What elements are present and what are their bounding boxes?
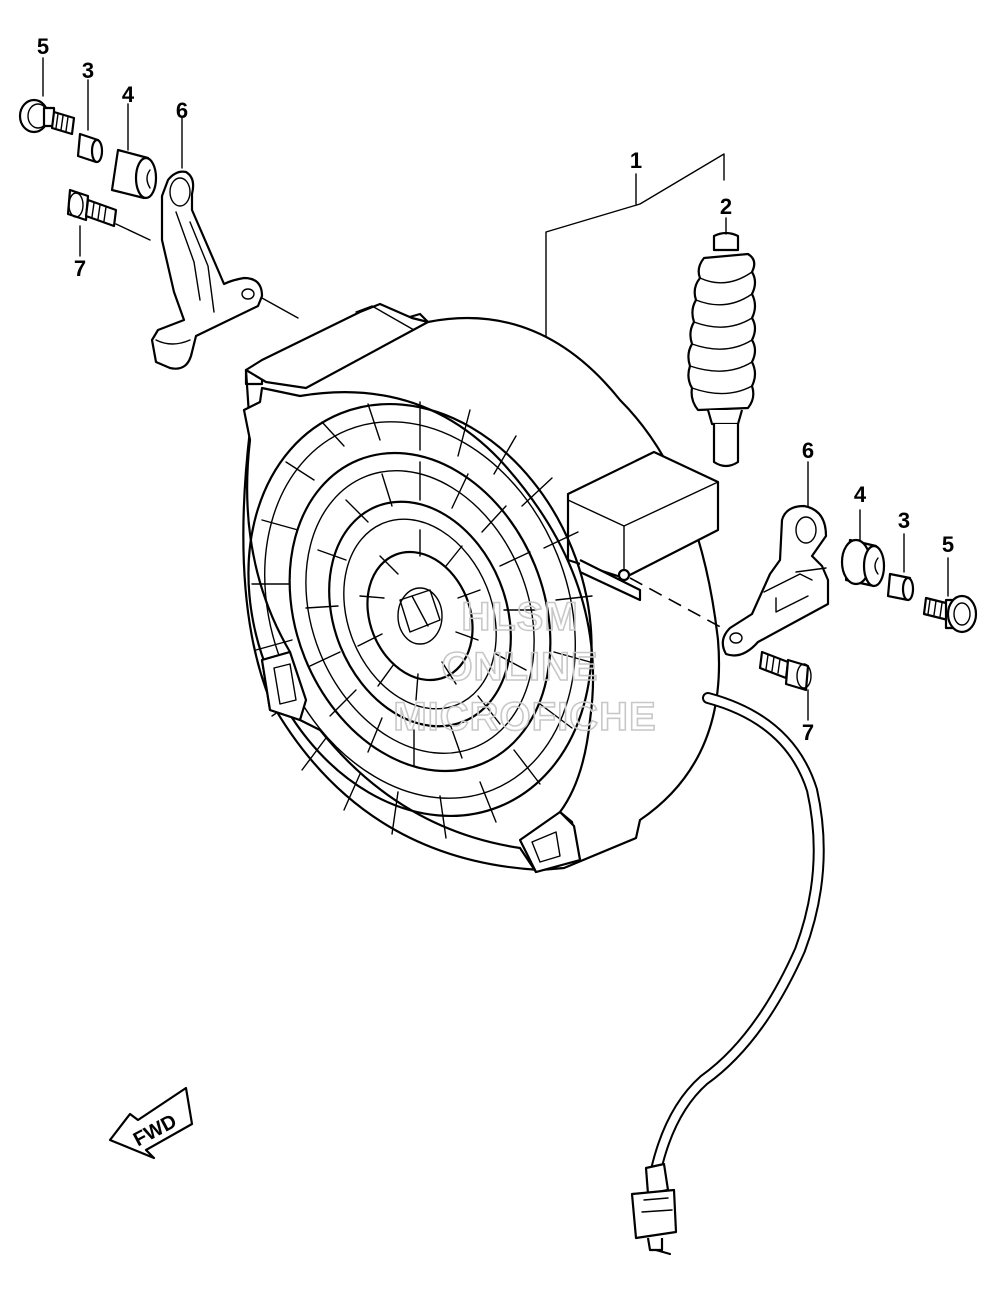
leader-1 (545, 153, 725, 337)
callout-5-left: 5 (37, 34, 49, 59)
bracket-6-left[interactable] (150, 170, 264, 370)
watermark-line-1: HLSM (461, 595, 578, 639)
callout-3-right: 3 (898, 508, 910, 533)
callout-3-left: 3 (82, 58, 94, 83)
cooling-fan-assembly[interactable] (189, 302, 721, 874)
watermark: HLSM ONLINE MICROFICHE (393, 594, 657, 740)
collar-3-right[interactable] (886, 572, 915, 602)
forward-direction-arrow: FWD (108, 1086, 194, 1160)
callout-6-right: 6 (802, 438, 814, 463)
callout-7-left: 7 (74, 256, 86, 281)
rubber-boot-2[interactable] (687, 231, 757, 468)
grommet-4-left[interactable] (110, 148, 158, 200)
callout-6-left: 6 (176, 98, 188, 123)
dashed-mount-line (629, 577, 727, 631)
leader-bolt-to-bracket (115, 223, 151, 241)
wire-connector[interactable] (630, 1162, 678, 1256)
callout-2: 2 (720, 194, 732, 219)
callout-7-right: 7 (802, 720, 814, 745)
bolt-5-right[interactable] (922, 594, 978, 634)
watermark-line-2: ONLINE (441, 645, 598, 689)
watermark-line-3: MICROFICHE (393, 695, 656, 739)
bracket-6-right[interactable] (721, 504, 830, 657)
callout-1: 1 (630, 148, 642, 173)
collar-3-left[interactable] (76, 132, 104, 164)
leader-bracket-to-fan (261, 297, 299, 319)
callout-5-right: 5 (942, 532, 954, 557)
bolt-5-left[interactable] (18, 98, 76, 136)
fan-wire-harness[interactable] (650, 692, 825, 1176)
callout-4-left: 4 (122, 82, 135, 107)
bolt-7-left[interactable] (66, 188, 118, 228)
bolt-7-right[interactable] (758, 650, 812, 692)
grommet-4-right[interactable] (840, 538, 886, 588)
callout-4-right: 4 (854, 482, 867, 507)
